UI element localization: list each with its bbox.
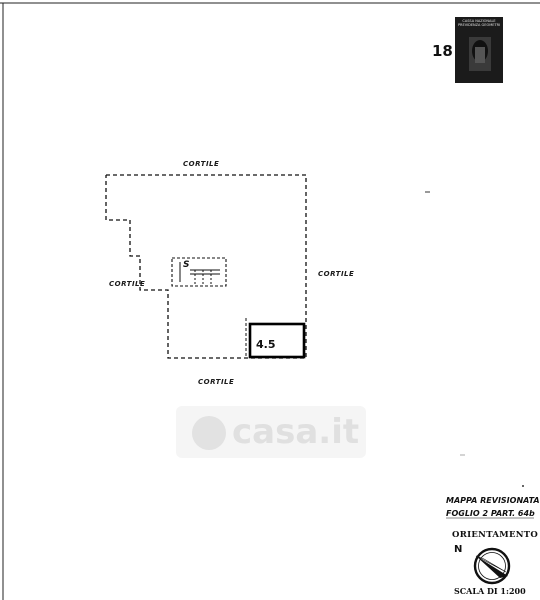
stair-box (171, 257, 227, 287)
compass-icon (473, 547, 511, 585)
watermark-logo-icon (192, 416, 226, 450)
building-perimeter (105, 174, 307, 359)
watermark-text: casa.it (232, 412, 360, 452)
sheet-number: 18 (432, 42, 453, 60)
stamp-seal-icon (469, 37, 491, 71)
official-stamp: CASSA NAZIONALE PREVIDENZA GEOMETRI (455, 17, 503, 83)
highlighted-room (248, 322, 306, 359)
annotation-line-2: FOGLIO 2 PART. 64b (446, 509, 535, 518)
label-cortile-right: CORTILE (318, 270, 355, 278)
stair-marker: S (183, 260, 190, 270)
room-height-label: 4.5 (256, 338, 276, 351)
annotation-line-1: MAPPA REVISIONATA (446, 496, 540, 505)
scale-label: SCALA DI 1:200 (454, 586, 526, 596)
orientation-title: ORIENTAMENTO (452, 530, 539, 540)
label-cortile-top: CORTILE (183, 160, 220, 168)
label-cortile-bottom: CORTILE (198, 378, 235, 386)
label-cortile-left: CORTILE (109, 280, 146, 288)
north-letter: N (454, 544, 463, 555)
stamp-text: CASSA NAZIONALE PREVIDENZA GEOMETRI (457, 19, 501, 27)
